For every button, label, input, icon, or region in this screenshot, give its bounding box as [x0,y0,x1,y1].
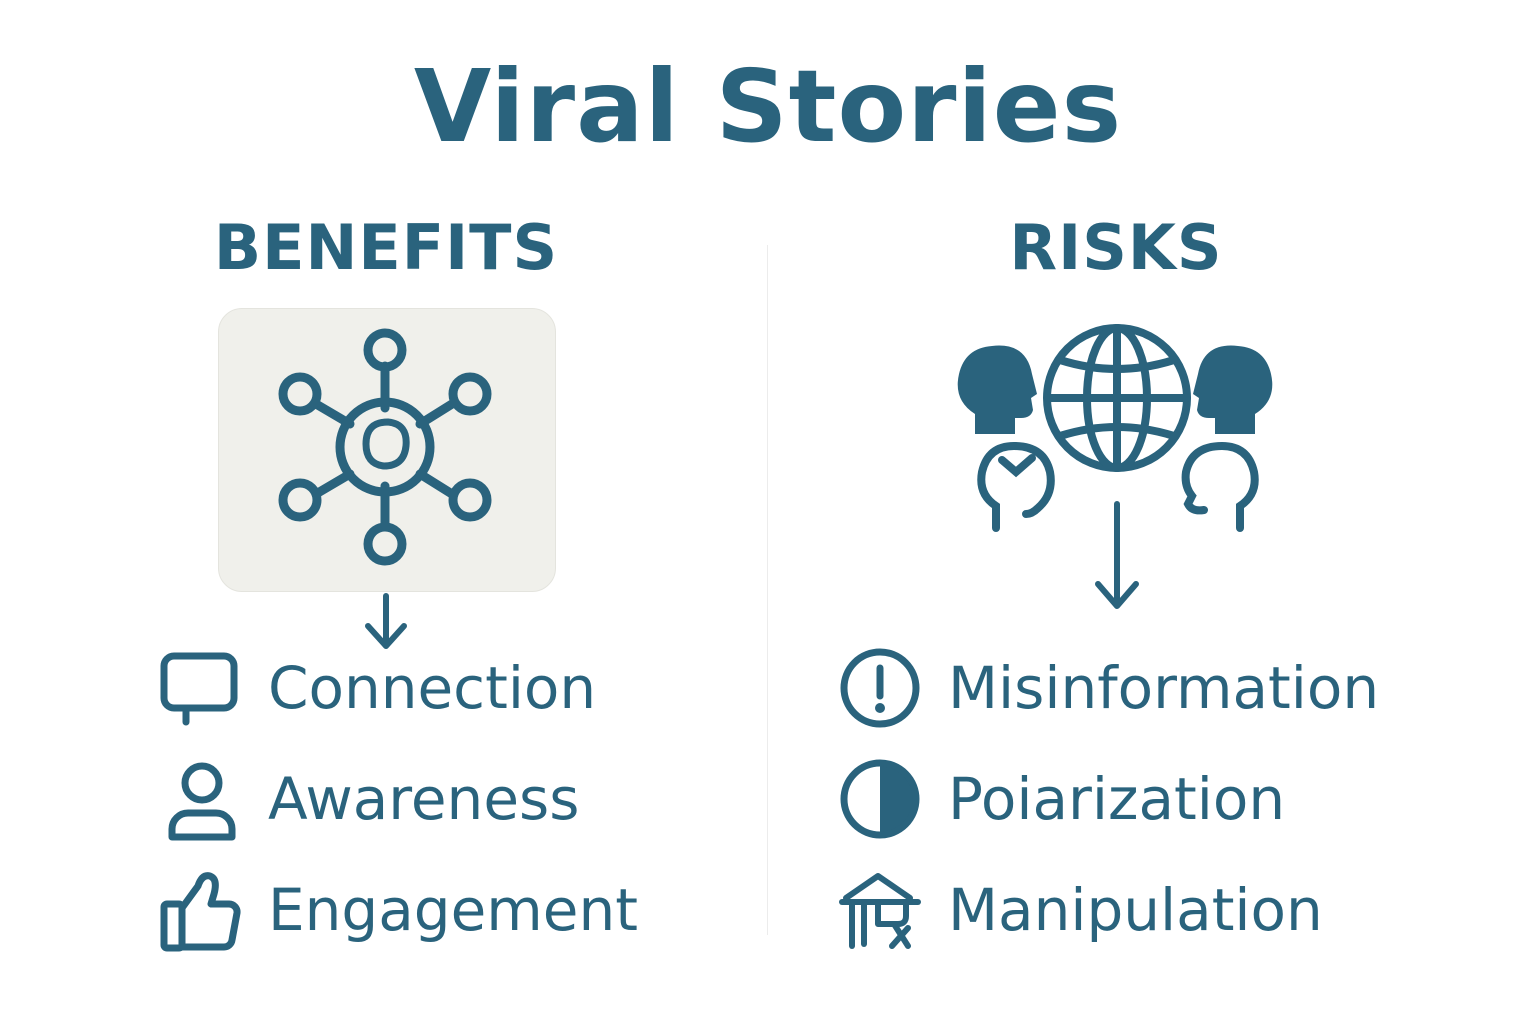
risk-item-polarization: Poiarization [838,754,1285,844]
benefit-item-connection: Connection [158,643,596,733]
risk-label: Poiarization [948,765,1286,833]
risk-label: Misinformation [948,654,1380,722]
benefit-item-awareness: Awareness [158,754,579,844]
arrow-down-icon [365,593,407,649]
benefits-heading: BENEFITS [213,211,559,284]
risk-item-misinformation: Misinformation [838,643,1379,733]
globe-with-heads-icon [957,324,1273,532]
thumbs-up-icon [160,872,241,952]
network-hub-icon [278,328,492,566]
speech-bubble-icon [160,652,238,726]
page-title: Viral Stories [413,48,1123,165]
risks-heading: RISKS [1009,211,1223,284]
benefit-label: Connection [268,654,597,722]
benefits-hero-panel [218,308,556,592]
benefit-label: Awareness [268,765,580,833]
person-icon [168,762,236,841]
arrow-down-icon [1095,501,1139,609]
risk-label: Manipulation [948,876,1323,944]
puppet-icon [839,873,921,949]
benefit-label: Engagement [268,876,638,944]
alert-circle-icon [840,648,920,728]
benefit-item-engagement: Engagement [158,865,638,955]
column-divider [767,245,768,935]
half-circle-icon [840,759,920,839]
risk-item-manipulation: Manipulation [838,865,1323,955]
